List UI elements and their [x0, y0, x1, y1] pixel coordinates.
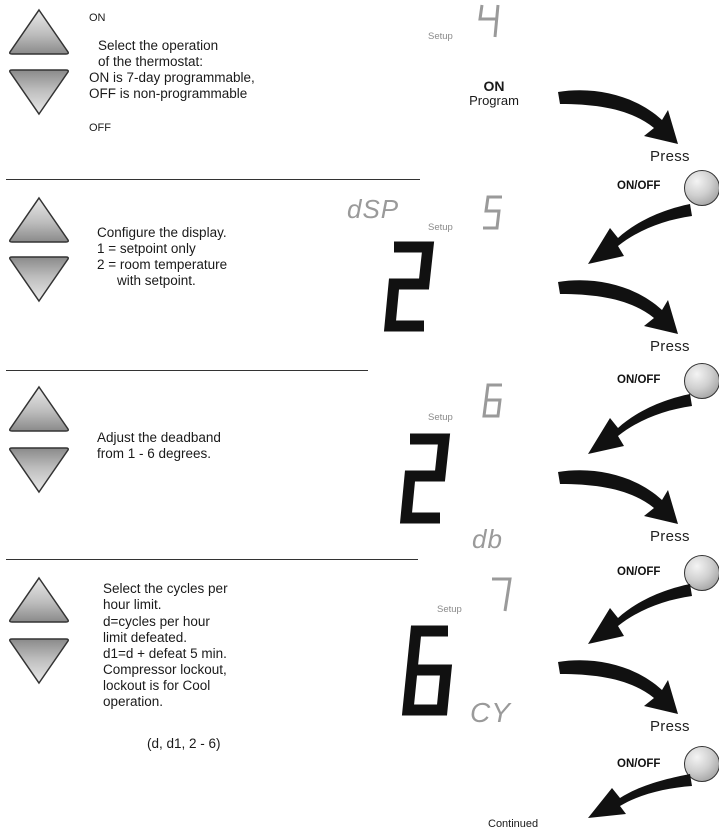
onoff-label: ON/OFF [617, 566, 661, 578]
display-value-digit [380, 240, 440, 335]
section-divider [6, 559, 418, 560]
section-divider [6, 370, 368, 371]
down-arrow-icon [9, 69, 69, 116]
down-arrow-icon [9, 638, 69, 685]
press-label: Press [650, 528, 690, 545]
onoff-button[interactable] [684, 363, 719, 399]
on-label: ON [89, 12, 106, 24]
instruction-line: hour limit. [103, 597, 162, 612]
up-arrow-button[interactable] [8, 196, 69, 243]
up-arrow-button[interactable] [8, 576, 69, 623]
setup-number-digit [480, 194, 506, 232]
down-arrow-button[interactable] [8, 255, 69, 303]
off-label: OFF [89, 122, 111, 134]
instruction-line: with setpoint. [117, 273, 196, 288]
instruction-line: 1 = setpoint only [97, 241, 196, 256]
instruction-line: 2 = room temperature [97, 257, 228, 272]
instruction-line: operation. [103, 694, 164, 709]
setup-label: Setup [428, 412, 453, 423]
down-arrow-button[interactable] [8, 68, 69, 116]
up-arrow-button[interactable] [8, 385, 69, 432]
down-arrow-icon [9, 256, 69, 303]
curved-arrow-icon [556, 462, 696, 527]
instruction-line: d1=d + defeat 5 min. [103, 646, 227, 661]
instruction-line: of the thermostat: [98, 54, 204, 69]
up-arrow-button[interactable] [8, 8, 69, 55]
setup-label: Setup [437, 604, 462, 615]
up-arrow-icon [9, 8, 69, 55]
display-code: CY [470, 697, 511, 728]
setup-number-digit [476, 2, 502, 40]
down-arrow-button[interactable] [8, 637, 69, 685]
instruction-line: Select the operation [98, 38, 219, 53]
onoff-label: ON/OFF [617, 374, 661, 386]
curved-arrow-icon [584, 388, 694, 458]
instruction-line: limit defeated. [103, 630, 188, 645]
section-divider [6, 179, 420, 180]
up-arrow-icon [9, 196, 69, 243]
curved-arrow-icon [584, 578, 694, 648]
instruction-line: Configure the display. [97, 225, 227, 240]
down-arrow-button[interactable] [8, 446, 69, 494]
setup-number-digit [488, 576, 514, 614]
press-label: Press [650, 338, 690, 355]
setup-number-digit [480, 382, 506, 420]
program-label: Program [469, 93, 519, 108]
curved-arrow-icon [584, 198, 694, 268]
press-label: Press [650, 718, 690, 735]
setup-label: Setup [428, 31, 453, 42]
curved-arrow-icon [556, 652, 696, 717]
value-range: (d, d1, 2 - 6) [147, 736, 221, 751]
up-arrow-icon [9, 576, 69, 623]
continued-label: Continued [488, 818, 539, 830]
display-value-digit [398, 624, 458, 719]
onoff-label: ON/OFF [617, 758, 661, 770]
onoff-label: ON/OFF [617, 180, 661, 192]
display-code: db [472, 524, 503, 554]
up-arrow-icon [9, 385, 69, 432]
instruction-line: Select the cycles per [103, 581, 228, 596]
curved-arrow-icon [556, 82, 696, 147]
instruction-line: ON is 7-day programmable, [89, 70, 255, 85]
instruction-line: from 1 - 6 degrees. [97, 446, 212, 461]
setup-label: Setup [428, 222, 453, 233]
onoff-button[interactable] [684, 170, 719, 206]
instruction-line: Compressor lockout, [103, 662, 227, 677]
instruction-line: lockout is for Cool [103, 678, 211, 693]
press-label: Press [650, 148, 690, 165]
instruction-line: d=cycles per hour [103, 614, 210, 629]
curved-arrow-icon [584, 768, 694, 824]
display-value-digit [396, 432, 456, 527]
program-on-label: ON [483, 78, 505, 94]
display-code: dSP [347, 194, 400, 224]
instruction-line: Adjust the deadband [97, 430, 221, 445]
curved-arrow-icon [556, 272, 696, 337]
instruction-line: OFF is non-programmable [89, 86, 248, 101]
down-arrow-icon [9, 447, 69, 494]
